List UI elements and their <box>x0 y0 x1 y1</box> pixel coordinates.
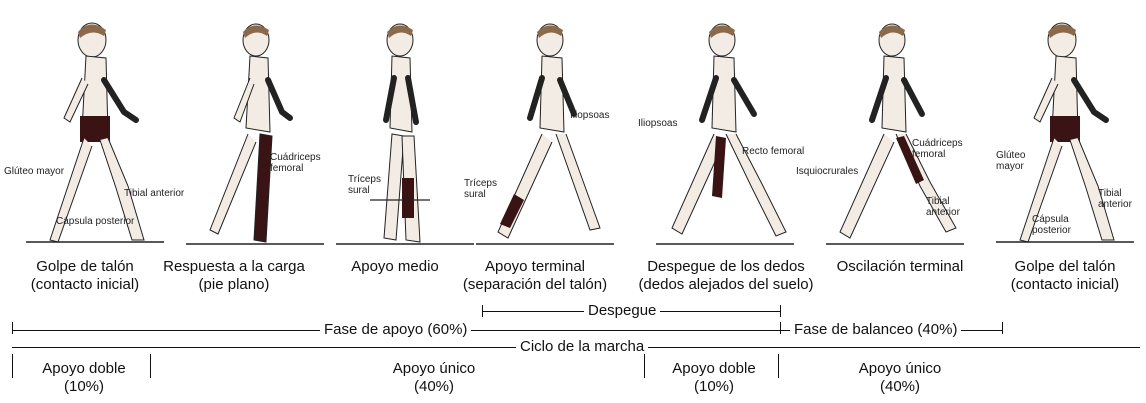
phase-label-5: Despegue de los dedos (dedos alejados de… <box>626 258 826 294</box>
apoyo-tick-2 <box>150 354 151 378</box>
annotation-tibial-anterior-1: Tibial anterior <box>124 188 185 199</box>
phase-label-7: Golpe del talón (contacto inicial) <box>990 258 1140 294</box>
figure-toe-off <box>650 18 800 254</box>
despegue-tick-left <box>482 305 483 317</box>
figure-heel-strike <box>20 18 170 254</box>
phase-label-7-line2: (contacto inicial) <box>1010 276 1120 293</box>
figure-terminal-swing <box>820 18 970 254</box>
annotation-cuadriceps-femoral-1: Cuádriceps femoral <box>270 152 321 174</box>
phase-label-3: Apoyo medio <box>340 258 450 276</box>
figure-heel-strike-2 <box>990 18 1140 254</box>
annotation-recto-femoral: Recto femoral <box>742 146 805 157</box>
figure-mid-stance <box>330 18 480 254</box>
fase-apoyo-tick-left <box>12 322 13 334</box>
annotation-capsula-posterior-2: Cápsula posterior <box>1032 214 1071 236</box>
annotation-gluteo-mayor-2: Glúteo mayor <box>996 150 1026 172</box>
fase-balanceo-tick-right <box>1002 322 1003 334</box>
apoyo-doble-2: Apoyo doble (10%) <box>650 360 778 396</box>
phase-label-6-line1: Oscilación terminal <box>836 258 964 275</box>
annotation-iliopsoas-1: Iliopsoas <box>570 110 610 121</box>
annotation-tibial-anterior-2: Tibial anterior <box>926 196 960 218</box>
phase-label-5-line2: (dedos alejados del suelo) <box>638 276 814 293</box>
despegue-tick-right <box>780 305 781 317</box>
phase-label-3-line1: Apoyo medio <box>351 258 439 275</box>
apoyo-doble-1: Apoyo doble (10%) <box>20 360 148 396</box>
apoyo-unico-1: Apoyo único (40%) <box>370 360 498 396</box>
apoyo-doble-1-pct: (10%) <box>63 378 104 395</box>
phase-label-2-line1: Respuesta a la carga <box>163 258 305 275</box>
apoyo-tick-1 <box>12 354 13 378</box>
apoyo-doble-1-name: Apoyo doble <box>42 360 126 377</box>
ciclo-label: Ciclo de la marcha <box>516 338 649 356</box>
figure-loading-response <box>180 18 330 254</box>
phase-label-4-line2: (separación del talón) <box>462 276 608 293</box>
apoyo-unico-2-name: Apoyo único <box>858 360 942 377</box>
apoyo-unico-1-name: Apoyo único <box>392 360 476 377</box>
annotation-capsula-posterior-1: Cápsula posterior <box>56 216 135 227</box>
annotation-isquiocrurales: Isquiocrurales <box>796 166 859 177</box>
figure-terminal-stance <box>470 18 620 254</box>
apoyo-unico-2-pct: (40%) <box>879 378 920 395</box>
phase-label-1-line1: Golpe de talón <box>36 258 134 275</box>
phase-label-4: Apoyo terminal (separación del talón) <box>450 258 620 294</box>
despegue-label: Despegue <box>584 302 661 320</box>
phase-label-1-line2: (contacto inicial) <box>30 276 140 293</box>
apoyo-unico-2: Apoyo único (40%) <box>836 360 964 396</box>
phase-label-7-line1: Golpe del talón <box>1014 258 1116 275</box>
annotation-cuadriceps-femoral-2: Cuádriceps femoral <box>912 138 963 160</box>
annotation-tibial-anterior-3: Tibial anterior <box>1098 188 1132 210</box>
phase-label-1: Golpe de talón (contacto inicial) <box>10 258 160 294</box>
apoyo-unico-1-pct: (40%) <box>413 378 454 395</box>
phase-label-2-line2: (pie plano) <box>198 276 270 293</box>
annotation-gluteo-mayor-1: Glúteo mayor <box>4 166 65 177</box>
apoyo-tick-3 <box>644 354 645 378</box>
fase-apoyo-tick-right <box>780 322 781 334</box>
apoyo-doble-2-pct: (10%) <box>693 378 734 395</box>
fase-balanceo-label: Fase de balanceo (40%) <box>790 321 962 339</box>
phase-label-2: Respuesta a la carga (pie plano) <box>154 258 314 294</box>
annotation-iliopsoas-2: Iliopsoas <box>638 118 678 129</box>
phase-label-4-line1: Apoyo terminal <box>484 258 586 275</box>
annotation-triceps-sural-2: Tríceps sural <box>464 178 497 200</box>
phase-label-5-line1: Despegue de los dedos <box>647 258 805 275</box>
annotation-triceps-sural-1: Tríceps sural <box>348 174 381 196</box>
fase-apoyo-label: Fase de apoyo (60%) <box>320 321 472 339</box>
apoyo-doble-2-name: Apoyo doble <box>672 360 756 377</box>
phase-label-6: Oscilación terminal <box>820 258 980 276</box>
apoyo-tick-4 <box>778 354 779 378</box>
